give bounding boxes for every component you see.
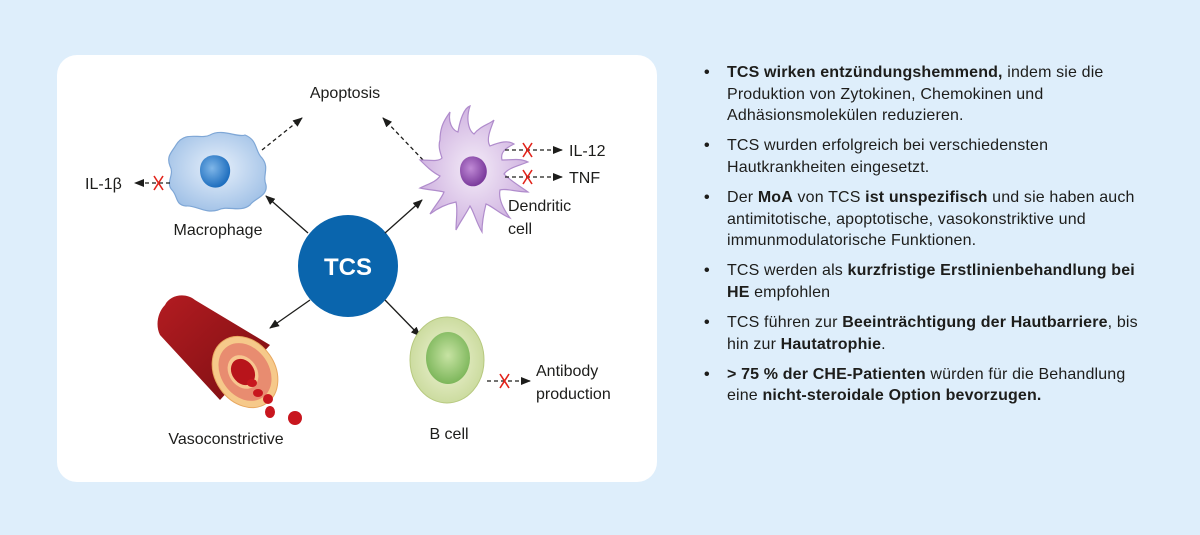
tcs-macrophage-arrow — [265, 195, 309, 234]
text: TCS wurden erfolgreich bei verschiedenst… — [727, 137, 1049, 176]
text: TCS werden als — [727, 262, 848, 280]
il12-label: IL-12 — [569, 143, 606, 160]
blood-vessel-icon — [157, 295, 302, 425]
inhibit-x-icon — [153, 175, 164, 191]
key-point: Der MoA von TCS ist unspezifisch und sie… — [700, 187, 1140, 252]
macrophage-cell-icon — [168, 131, 267, 212]
antibody-label-line2: production — [536, 386, 611, 403]
b-cell-icon — [409, 316, 485, 404]
text: Der — [727, 188, 758, 206]
text: indem sie die Produktion von Zytokinen, … — [727, 64, 1104, 125]
antibody-label-line1: Antibody — [536, 363, 598, 380]
bold-text: Beeinträchtigung der Hautbar­riere — [842, 313, 1108, 331]
bold-text: > 75 % der CHE-Patienten — [727, 365, 926, 383]
bold-text: MoA — [757, 188, 793, 206]
dendritic-label-line2: cell — [508, 221, 532, 238]
inhibit-x-icon — [499, 373, 510, 389]
text: TCS führen zur — [727, 313, 843, 331]
dendritic-apoptosis-arrow — [382, 117, 424, 161]
key-point: TCS wurden erfolgreich bei verschiedenst… — [700, 135, 1140, 178]
text: würden für die Behandlung eine — [727, 365, 1126, 405]
text: und sie haben auch antimitotische, apopt… — [727, 188, 1135, 250]
tcs-circle — [298, 215, 398, 317]
inhibit-x-icon — [522, 169, 533, 185]
bcell-label: B cell — [429, 426, 468, 443]
tcs-dendritic-arrow — [384, 199, 423, 234]
macrophage-apoptosis-arrow — [261, 117, 303, 151]
tcs-vessel-arrow — [269, 299, 311, 329]
key-point: > 75 % der CHE-Patienten würden für die … — [700, 364, 1140, 407]
tcs-bcell-arrow — [384, 299, 421, 337]
vasoconstrictive-label: Vasoconstrictive — [168, 431, 283, 448]
tnf-label: TNF — [569, 170, 600, 187]
macrophage-label: Macrophage — [174, 222, 263, 239]
dendritic-label-line1: Dendritic — [508, 198, 571, 215]
inhibit-x-icon — [522, 142, 533, 158]
il1b-label: IL-1β — [85, 176, 122, 193]
dendritic-cell-icon — [418, 105, 530, 235]
text: . — [881, 335, 886, 353]
tcs-label: TCS — [324, 254, 372, 281]
text: , bis hin zur — [727, 313, 1138, 353]
text: von TCS — [792, 188, 866, 206]
text: empfohlen — [749, 283, 831, 301]
bold-text: TCS wirken entzündungshemmend, — [727, 64, 1003, 81]
bold-text: kurzfristige Erstlinienbehand­lung bei H… — [727, 262, 1135, 301]
bold-text: Hautatrophie — [780, 335, 882, 353]
bold-text: nicht-steroidale Option bevorzugen. — [762, 387, 1042, 405]
key-points-list: TCS wirken entzündungshemmend, indem sie… — [700, 62, 1140, 415]
key-point: TCS wirken entzündungshemmend, indem sie… — [700, 62, 1140, 127]
key-point: TCS werden als kurzfristige Erstlinienbe… — [700, 260, 1140, 303]
bold-text: ist unspezifisch — [865, 188, 988, 206]
apoptosis-label: Apoptosis — [310, 85, 380, 102]
key-point: TCS führen zur Beeinträchtigung der Haut… — [700, 312, 1140, 355]
